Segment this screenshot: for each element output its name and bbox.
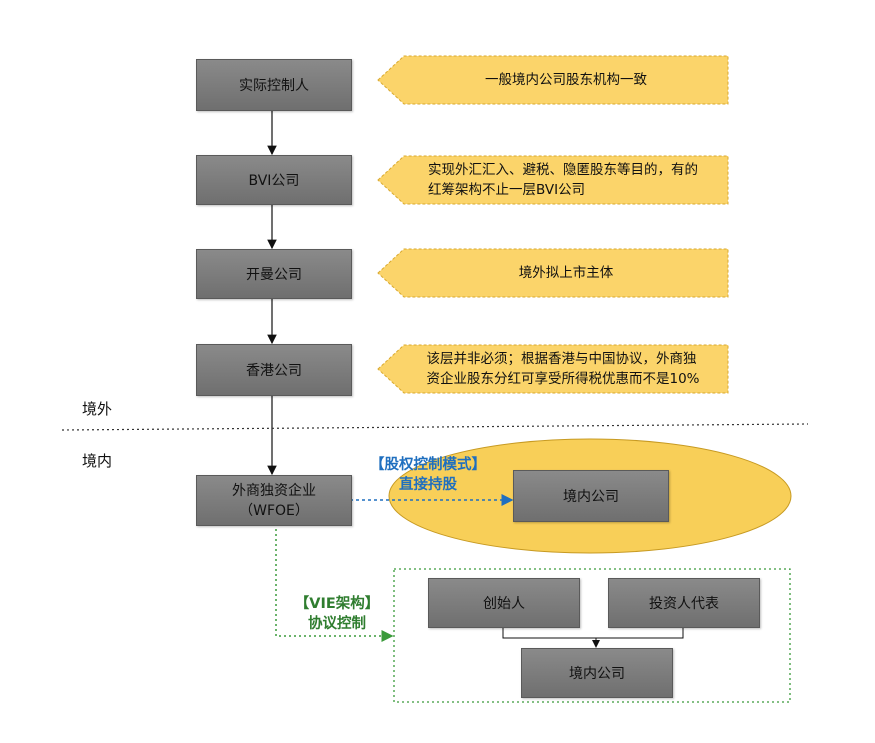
bvi-label: BVI公司 <box>248 173 300 189</box>
vie-target-label: 境内公司 <box>569 666 625 682</box>
equity-target-label: 境内公司 <box>563 489 619 505</box>
investor-rep-label: 投资人代表 <box>649 596 719 612</box>
note-callout-cayman <box>377 248 729 298</box>
note-bvi-line1: 实现外汇汇入、避税、隐匿股东等目的，有的 <box>428 162 698 178</box>
equity-mode-title: 【股权控制模式】 <box>370 457 486 473</box>
bvi-box: BVI公司 <box>196 155 352 205</box>
vie-arrow <box>275 524 394 642</box>
hk-label: 香港公司 <box>246 363 302 379</box>
note-controller-text: 一般境内公司股东机构一致 <box>485 72 647 88</box>
note-callout-bvi <box>377 155 729 205</box>
vie-target-box: 境内公司 <box>521 648 673 698</box>
founder-connector <box>502 626 596 639</box>
founder-label: 创始人 <box>483 596 525 612</box>
cayman-box: 开曼公司 <box>196 249 352 299</box>
note-callout-controller <box>377 55 729 105</box>
wfoe-box: 外商独资企业 （WFOE） <box>196 475 352 526</box>
note-bvi-line2: 红筹架构不止一层BVI公司 <box>428 182 586 198</box>
equity-mode-label: 【股权控制模式】 直接持股 <box>348 455 508 495</box>
vie-mode-title: 【VIE架构】 <box>294 596 380 612</box>
vie-mode-subtitle: 协议控制 <box>308 616 366 632</box>
zone-offshore-label: 境外 <box>82 400 113 418</box>
equity-mode-subtitle: 直接持股 <box>399 477 457 493</box>
equity-target-box: 境内公司 <box>513 470 669 522</box>
investor-rep-box: 投资人代表 <box>608 578 760 628</box>
vie-mode-label: 【VIE架构】 协议控制 <box>282 594 392 634</box>
hk-box: 香港公司 <box>196 344 352 396</box>
note-cayman-text: 境外拟上市主体 <box>518 265 614 281</box>
wfoe-label-line1: 外商独资企业 <box>232 482 316 499</box>
zone-onshore-label: 境内 <box>82 452 113 470</box>
note-controller: 一般境内公司股东机构一致 <box>404 56 728 104</box>
investor-connector <box>596 626 684 639</box>
note-cayman: 境外拟上市主体 <box>404 249 728 297</box>
cayman-label: 开曼公司 <box>246 267 302 283</box>
founder-box: 创始人 <box>428 578 580 628</box>
note-hk: 该层并非必须；根据香港与中国协议，外商独 资企业股东分红可享受所得税优惠而不是1… <box>398 345 728 393</box>
note-bvi: 实现外汇汇入、避税、隐匿股东等目的，有的 红筹架构不止一层BVI公司 <box>398 156 728 204</box>
controller-box: 实际控制人 <box>196 59 352 111</box>
note-hk-line2: 资企业股东分红可享受所得税优惠而不是10% <box>426 371 700 387</box>
vie-container <box>393 568 791 703</box>
note-callout-hk <box>377 344 729 394</box>
controller-label: 实际控制人 <box>239 78 309 94</box>
wfoe-label-line2: （WFOE） <box>239 502 309 519</box>
border-divider <box>61 423 809 431</box>
note-hk-line1: 该层并非必须；根据香港与中国协议，外商独 <box>426 351 697 367</box>
